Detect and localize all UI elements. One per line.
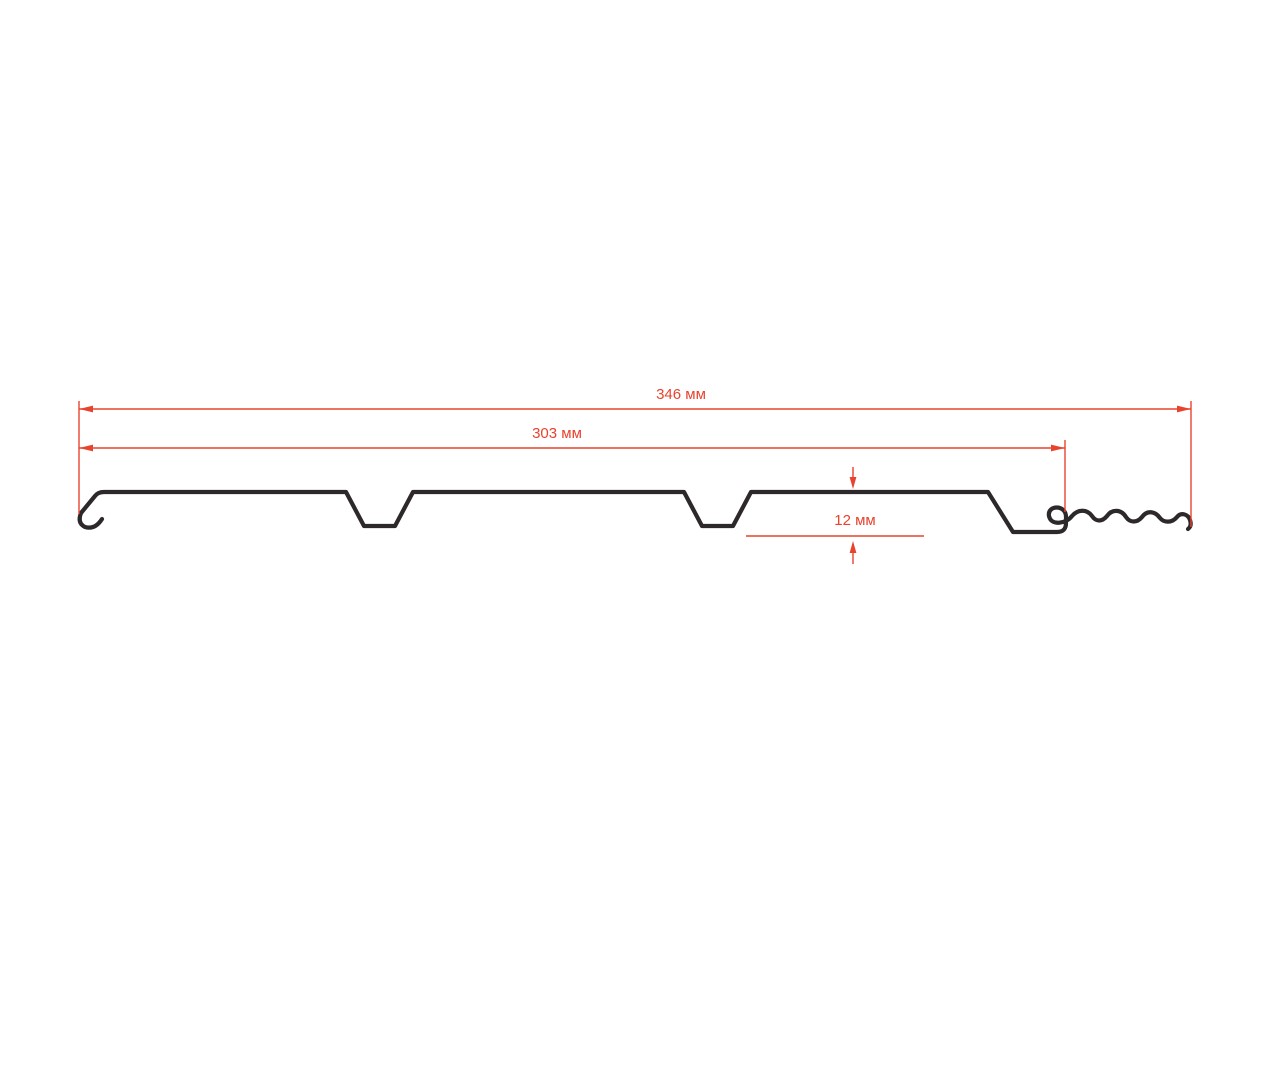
dimension-depth: 12 мм — [746, 467, 924, 564]
dimension-working-width: 303 мм — [79, 425, 1066, 512]
arrowhead-303-left — [79, 444, 93, 452]
arrowhead-303-right — [1051, 444, 1065, 452]
dim-label-346: 346 мм — [656, 386, 706, 403]
dim-label-303: 303 мм — [532, 425, 582, 442]
dimension-overall-width: 346 мм — [78, 386, 1192, 527]
dim-label-12: 12 мм — [834, 512, 875, 529]
arrowhead-depth-up — [849, 541, 857, 553]
arrowhead-346-right — [1177, 405, 1191, 413]
arrowhead-346-left — [79, 405, 93, 413]
panel-profile-path — [77, 489, 1193, 535]
arrowhead-depth-down — [849, 477, 857, 489]
